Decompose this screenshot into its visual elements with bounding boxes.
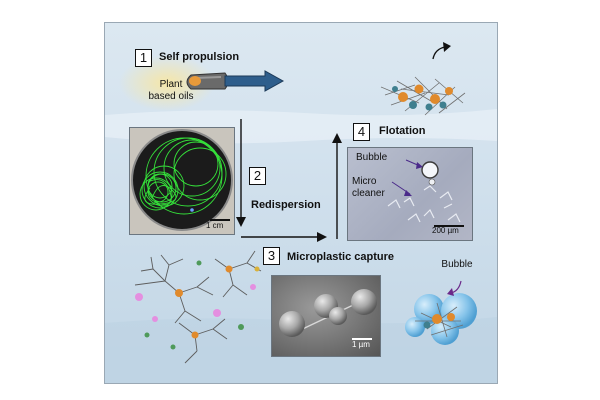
micrograph-bubble [421,161,439,179]
trajectory-tracking-photo: 1 cm [129,127,235,235]
microplastic-particle [135,293,143,301]
plant-oils-line2: based oils [148,91,194,102]
sem-particle [279,311,305,337]
tracking-scale-label: 1 cm [206,221,224,230]
micro-cleaner-line1: Micro [352,176,377,187]
sem-scale-label: 1 µm [352,340,370,349]
micrograph-scale-bar [434,225,464,227]
trajectory-paths [139,137,227,215]
step-2-label: Redispersion [251,199,321,211]
tracking-scale-bar [210,219,230,221]
sem-scale-bar [352,338,372,340]
bubble-capture-illustration [405,293,477,345]
plant-oils-label: Plant based oils [141,79,201,103]
step-1-label: Self propulsion [159,51,240,63]
micromotor [186,72,229,90]
plant-oils-line1: Plant [159,79,183,90]
step-4-label: Flotation [379,125,426,137]
propulsion-arrow [224,70,285,92]
step-1-number: 1 [135,49,152,67]
step-2-number: 2 [249,167,266,185]
sem-image: 1 µm [271,275,381,357]
micro-cleaner-line2: cleaner [352,188,385,199]
rise-arrow [432,46,446,60]
micrograph-scale-label: 200 µm [432,226,459,235]
step-3-number: 3 [263,247,280,265]
plant-oil-glow [119,55,215,111]
bubble-micrograph: Bubble Micro cleaner 200 µm [347,147,473,241]
process-diagram: 1 Self propulsion 2 Redispersion 3 Micro… [104,22,498,384]
step-4-number: 4 [353,123,370,141]
floating-cleaner-cluster [380,76,466,116]
step-3-label: Microplastic capture [287,251,394,263]
micrograph-bubble-label: Bubble [356,152,388,163]
capture-bubble-label: Bubble [441,259,473,270]
micro-cleaner-label: Micro cleaner [352,176,396,200]
